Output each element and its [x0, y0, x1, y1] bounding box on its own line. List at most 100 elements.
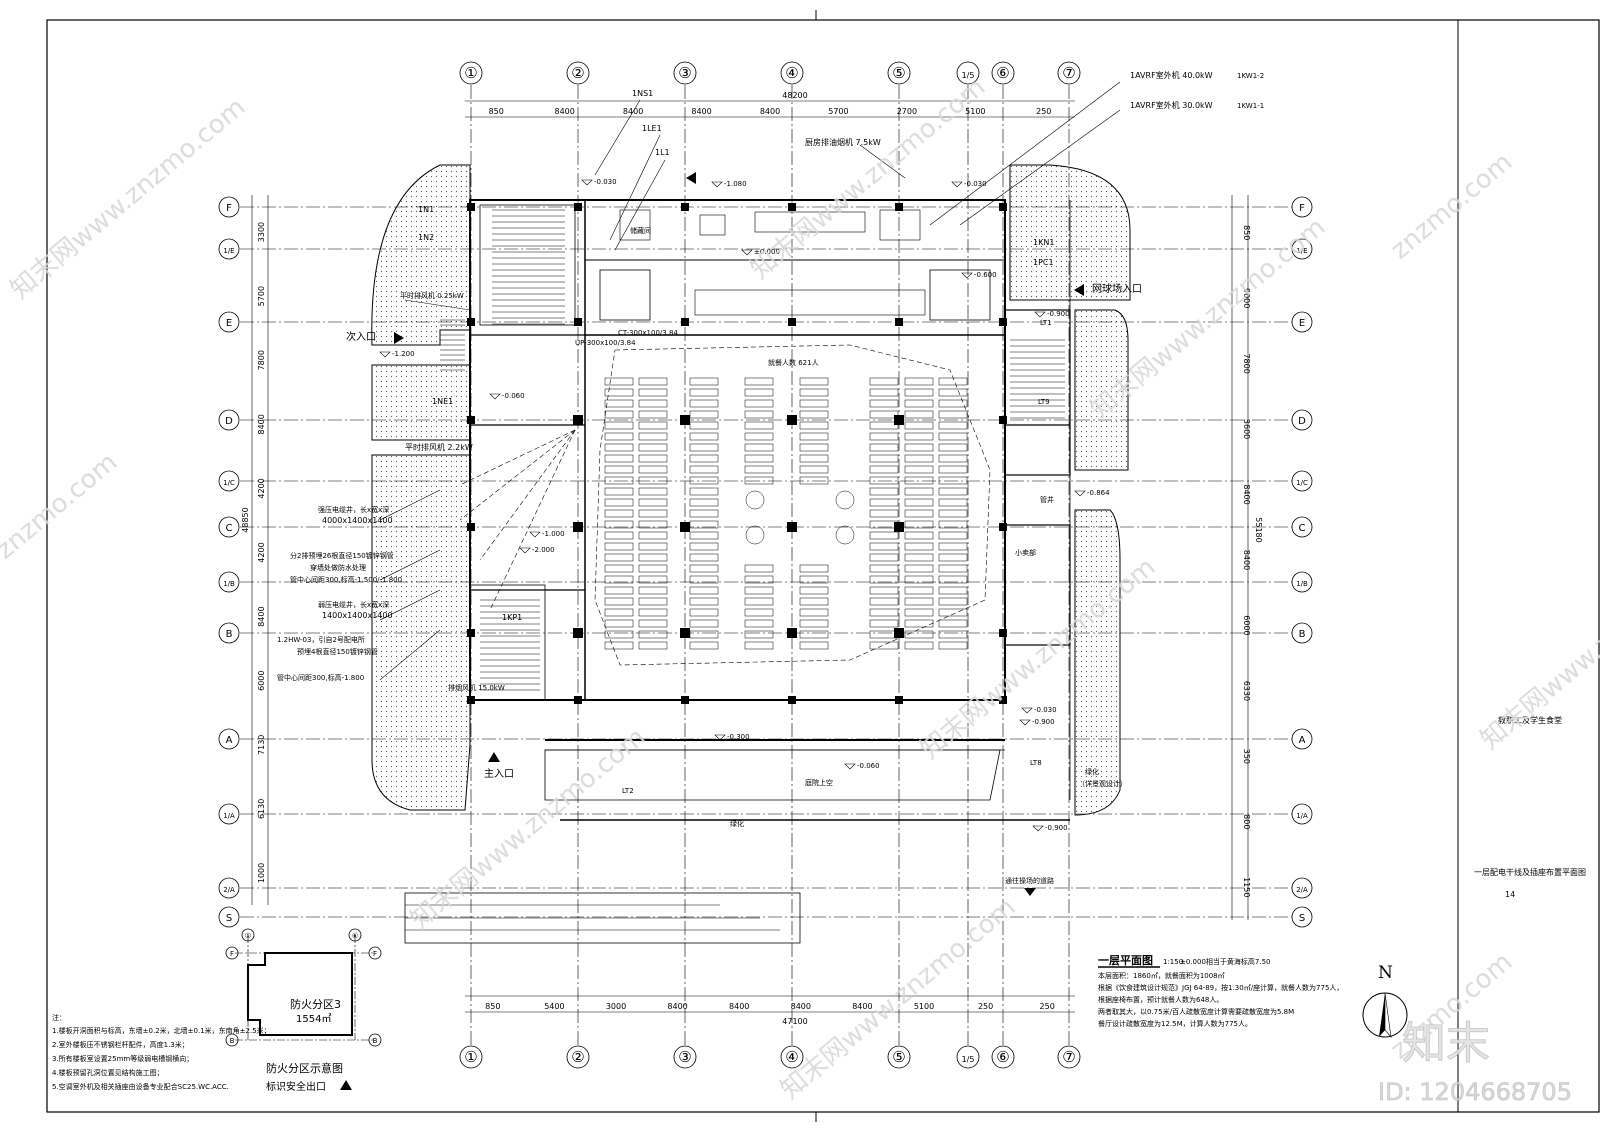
dining-table-59 [689, 476, 719, 485]
exhaust-fan-label: 厨房排油烟机 7.5kW [805, 137, 881, 147]
dining-table-164 [938, 410, 968, 419]
axis-bubble-row-7-0 [218, 622, 240, 644]
dining-table-32 [638, 454, 668, 463]
axis-bubble-row-9-1 [1291, 803, 1313, 825]
bottom-dim-seg-8: 250 [978, 1002, 993, 1011]
dining-table-167 [938, 443, 968, 452]
dining-table-76 [744, 388, 774, 397]
dining-table-96 [799, 410, 829, 419]
panel-1kp1: 1KP1 [502, 613, 522, 622]
axis-bubble-row-10-1 [1291, 877, 1313, 899]
dining-table-2 [604, 399, 634, 408]
road-label: 通往操场的道路 [1005, 876, 1054, 885]
dining-table-176 [938, 542, 968, 551]
dining-table-143 [904, 454, 934, 463]
dining-table-185 [938, 641, 968, 650]
dining-table-147 [904, 498, 934, 507]
axis-bubble-row-6-0 [218, 571, 240, 593]
dining-table-140 [904, 421, 934, 430]
fire-axis-6-top: ⑥ [352, 932, 358, 940]
dining-table-4 [604, 421, 634, 430]
axis-bubble-row-8-1 [1291, 728, 1313, 750]
dining-table-139 [904, 410, 934, 419]
well-1-dim: 4000x1400x1400 [322, 516, 393, 525]
axis-bubble-row-9-0 [218, 803, 240, 825]
general-notes: 注： 1.楼板开洞面积与标高，东墙±0.2米，北墙±0.1米，东南角±2.5米；… [52, 1013, 271, 1091]
level-triangle-5 [1034, 311, 1046, 318]
axis-label-col-0-0: ① [464, 64, 477, 82]
level-triangle-9 [519, 547, 531, 554]
level-triangle-13 [844, 763, 856, 770]
column-4-4 [894, 628, 904, 638]
dining-table-25 [638, 377, 668, 386]
dining-table-91 [744, 630, 774, 639]
dining-table-125 [869, 531, 899, 540]
storage-label: 储藏间 [630, 226, 651, 235]
dining-table-184 [938, 630, 968, 639]
level-triangle-4 [961, 272, 973, 279]
axis-bubble-row-5-0 [218, 516, 240, 538]
dining-table-0 [604, 377, 634, 386]
dining-table-11 [604, 498, 634, 507]
round-table-0 [745, 490, 765, 510]
dining-table-118 [869, 454, 899, 463]
entrance-markers [394, 172, 1084, 896]
axis-label-col-5-1: 1/5 [962, 1055, 975, 1064]
structural-columns [467, 203, 1007, 704]
axis-label-row-6-1: 1/B [1296, 580, 1308, 588]
dining-table-44 [638, 586, 668, 595]
dining-table-131 [869, 597, 899, 606]
left-dim-seg-7: 6000 [257, 671, 266, 691]
axis-label-row-7-1: B [1299, 629, 1306, 640]
axis-label-row-0-0: F [226, 203, 232, 214]
dining-table-80 [744, 432, 774, 441]
dining-table-30 [638, 432, 668, 441]
fire-zone-exit-caption: 标识安全出口 [266, 1080, 326, 1093]
level-text-8: -1.000 [542, 530, 565, 538]
dining-table-28 [638, 410, 668, 419]
dining-table-171 [938, 487, 968, 496]
level-text-13: -0.060 [857, 762, 880, 770]
dining-table-129 [869, 575, 899, 584]
axis-bubble-row-1-1 [1291, 238, 1313, 260]
dining-table-61 [689, 498, 719, 507]
axis-label-row-2-1: E [1299, 318, 1305, 329]
fire-zone-caption: 防火分区示意图 [266, 1061, 343, 1075]
dining-table-127 [869, 553, 899, 562]
column-2-0 [681, 203, 689, 211]
dining-table-113 [869, 399, 899, 408]
axis-label-row-3-0: D [225, 416, 233, 427]
dimension-lines [251, 100, 1249, 1013]
dining-table-58 [689, 465, 719, 474]
dining-table-142 [904, 443, 934, 452]
column-0-5 [467, 696, 475, 704]
dining-table-112 [869, 388, 899, 397]
axis-label-col-3-0: ④ [785, 64, 798, 82]
axis-label-row-8-0: A [226, 735, 233, 746]
wells-label: 管井 [1040, 495, 1054, 504]
level-text-11: -0.030 [1034, 706, 1057, 714]
dining-table-120 [869, 476, 899, 485]
axis-bubble-col-5-1 [956, 1045, 980, 1069]
stair-lt2: LT2 [622, 787, 634, 795]
dining-table-10 [604, 487, 634, 496]
level-text-0: -0.030 [594, 178, 617, 186]
right-dim-seg-0: 850 [1242, 225, 1251, 240]
right-dim-seg-6: 6000 [1242, 615, 1251, 635]
axis-label-row-4-0: 1/C [223, 479, 235, 487]
dining-table-121 [869, 487, 899, 496]
watermark-2: znzmo.com [0, 447, 123, 565]
left-dim-seg-10: 1000 [257, 863, 266, 883]
panel-1n2: 1N2 [418, 233, 434, 242]
fire-axis-1-top: ① [245, 932, 251, 940]
dining-table-89 [744, 608, 774, 617]
dining-table-138 [904, 399, 934, 408]
vrf-unit-2-tag: 1KW1-1 [1237, 102, 1264, 110]
bottom-dim-seg-9: 250 [1040, 1002, 1055, 1011]
column-2-1 [681, 318, 689, 326]
left-dim-seg-4: 4200 [257, 478, 266, 498]
watermark-brand: 知末 [1402, 1018, 1490, 1069]
axis-label-row-9-1: 1/A [1296, 812, 1308, 820]
bottom-dim-seg-2: 3000 [606, 1002, 626, 1011]
dining-table-16 [604, 553, 634, 562]
